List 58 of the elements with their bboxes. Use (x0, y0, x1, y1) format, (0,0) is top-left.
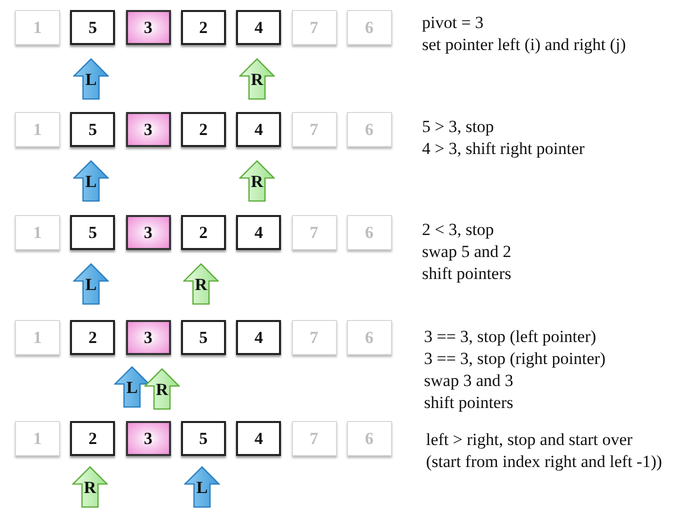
left-pointer-marker: L (114, 366, 150, 408)
array-cell: 2 (70, 421, 116, 456)
pivot-cell: 3 (126, 10, 171, 45)
array-cell: 1 (15, 320, 60, 355)
array-cell: 1 (15, 421, 60, 456)
array-cell: 2 (70, 320, 116, 355)
array-cell: 7 (292, 215, 336, 250)
left-pointer-marker: L (73, 58, 109, 100)
array-cell: 6 (346, 215, 392, 250)
array-cell: 5 (180, 320, 226, 355)
left-pointer-marker: L (73, 160, 109, 202)
array-cell: 4 (236, 10, 282, 45)
right-pointer-marker: R (239, 160, 275, 202)
step-note: 3 == 3, stop (right pointer) (424, 348, 606, 370)
step-note: 3 == 3, stop (left pointer) (424, 326, 596, 348)
array-cell: 7 (292, 320, 336, 355)
array-cell: 2 (180, 215, 226, 250)
pivot-cell: 3 (126, 320, 171, 355)
pivot-cell: 3 (126, 421, 171, 456)
array-cell: 4 (236, 215, 282, 250)
right-pointer-marker: R (144, 368, 180, 410)
step-note: 4 > 3, shift right pointer (422, 138, 585, 160)
step-note: shift pointers (424, 392, 514, 414)
array-cell: 6 (346, 320, 392, 355)
left-pointer-marker: L (73, 263, 109, 305)
pivot-cell: 3 (126, 215, 171, 250)
array-cell: 6 (346, 10, 392, 45)
array-cell: 4 (236, 112, 282, 147)
right-pointer-marker: R (239, 58, 275, 100)
step-note: swap 3 and 3 (424, 370, 514, 392)
step-note: 2 < 3, stop (422, 219, 494, 241)
step-note: 5 > 3, stop (422, 116, 494, 138)
array-cell: 6 (346, 112, 392, 147)
step-note: shift pointers (422, 263, 512, 285)
array-cell: 2 (180, 112, 226, 147)
right-pointer-marker: R (72, 466, 108, 508)
pivot-cell: 3 (126, 112, 171, 147)
array-cell: 7 (292, 112, 336, 147)
left-pointer-marker: L (184, 466, 220, 508)
array-cell: 5 (70, 10, 116, 45)
array-cell: 5 (70, 215, 116, 250)
array-cell: 1 (15, 215, 60, 250)
array-cell: 4 (236, 320, 282, 355)
array-cell: 1 (15, 10, 60, 45)
array-cell: 1 (15, 112, 60, 147)
array-cell: 5 (180, 421, 226, 456)
array-cell: 7 (292, 421, 336, 456)
array-cell: 7 (292, 10, 336, 45)
step-note: left > right, stop and start over (426, 429, 632, 451)
array-cell: 2 (180, 10, 226, 45)
step-note: (start from index right and left -1)) (426, 451, 662, 473)
array-cell: 5 (70, 112, 116, 147)
array-cell: 4 (236, 421, 282, 456)
right-pointer-marker: R (183, 263, 219, 305)
step-note: pivot = 3 (422, 12, 484, 34)
step-note: set pointer left (i) and right (j) (422, 34, 626, 56)
array-cell: 6 (346, 421, 392, 456)
step-note: swap 5 and 2 (422, 241, 512, 263)
